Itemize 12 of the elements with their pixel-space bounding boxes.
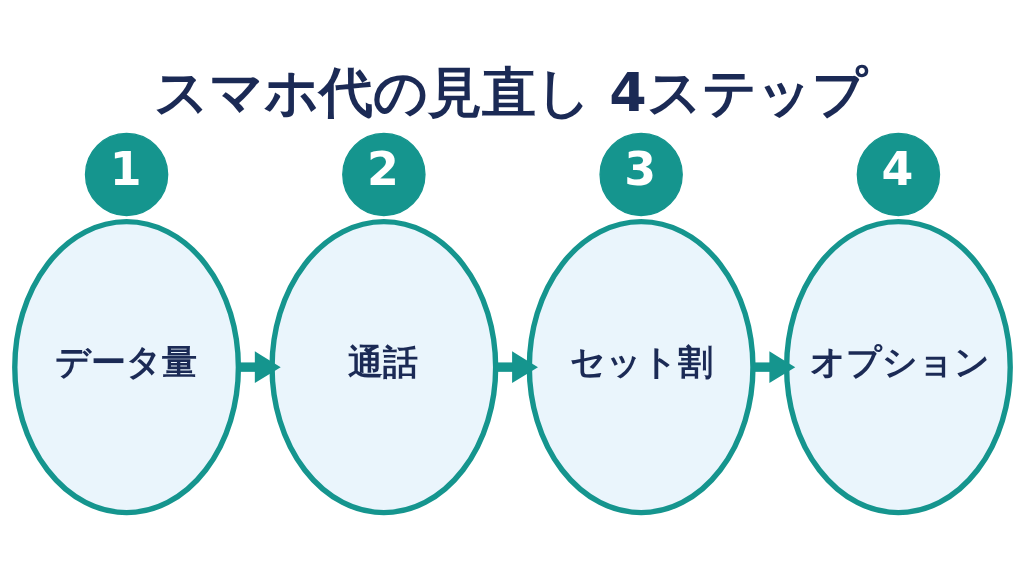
node-ellipse: オプション (783, 218, 1013, 516)
node-circle: 2 (341, 132, 426, 217)
diagram-title: スマホ代の見直し 4ステップ (153, 60, 867, 124)
node-ellipse: 通話 (268, 218, 498, 516)
arrow (752, 351, 795, 383)
node-circle: 3 (598, 132, 683, 217)
arrow (495, 351, 538, 383)
node-ellipse: データ量 (11, 218, 241, 516)
node-circle: 1 (84, 132, 168, 217)
node-circle: 4 (856, 132, 940, 217)
node-ellipse: セット割 (526, 218, 756, 516)
arrow (238, 351, 281, 383)
